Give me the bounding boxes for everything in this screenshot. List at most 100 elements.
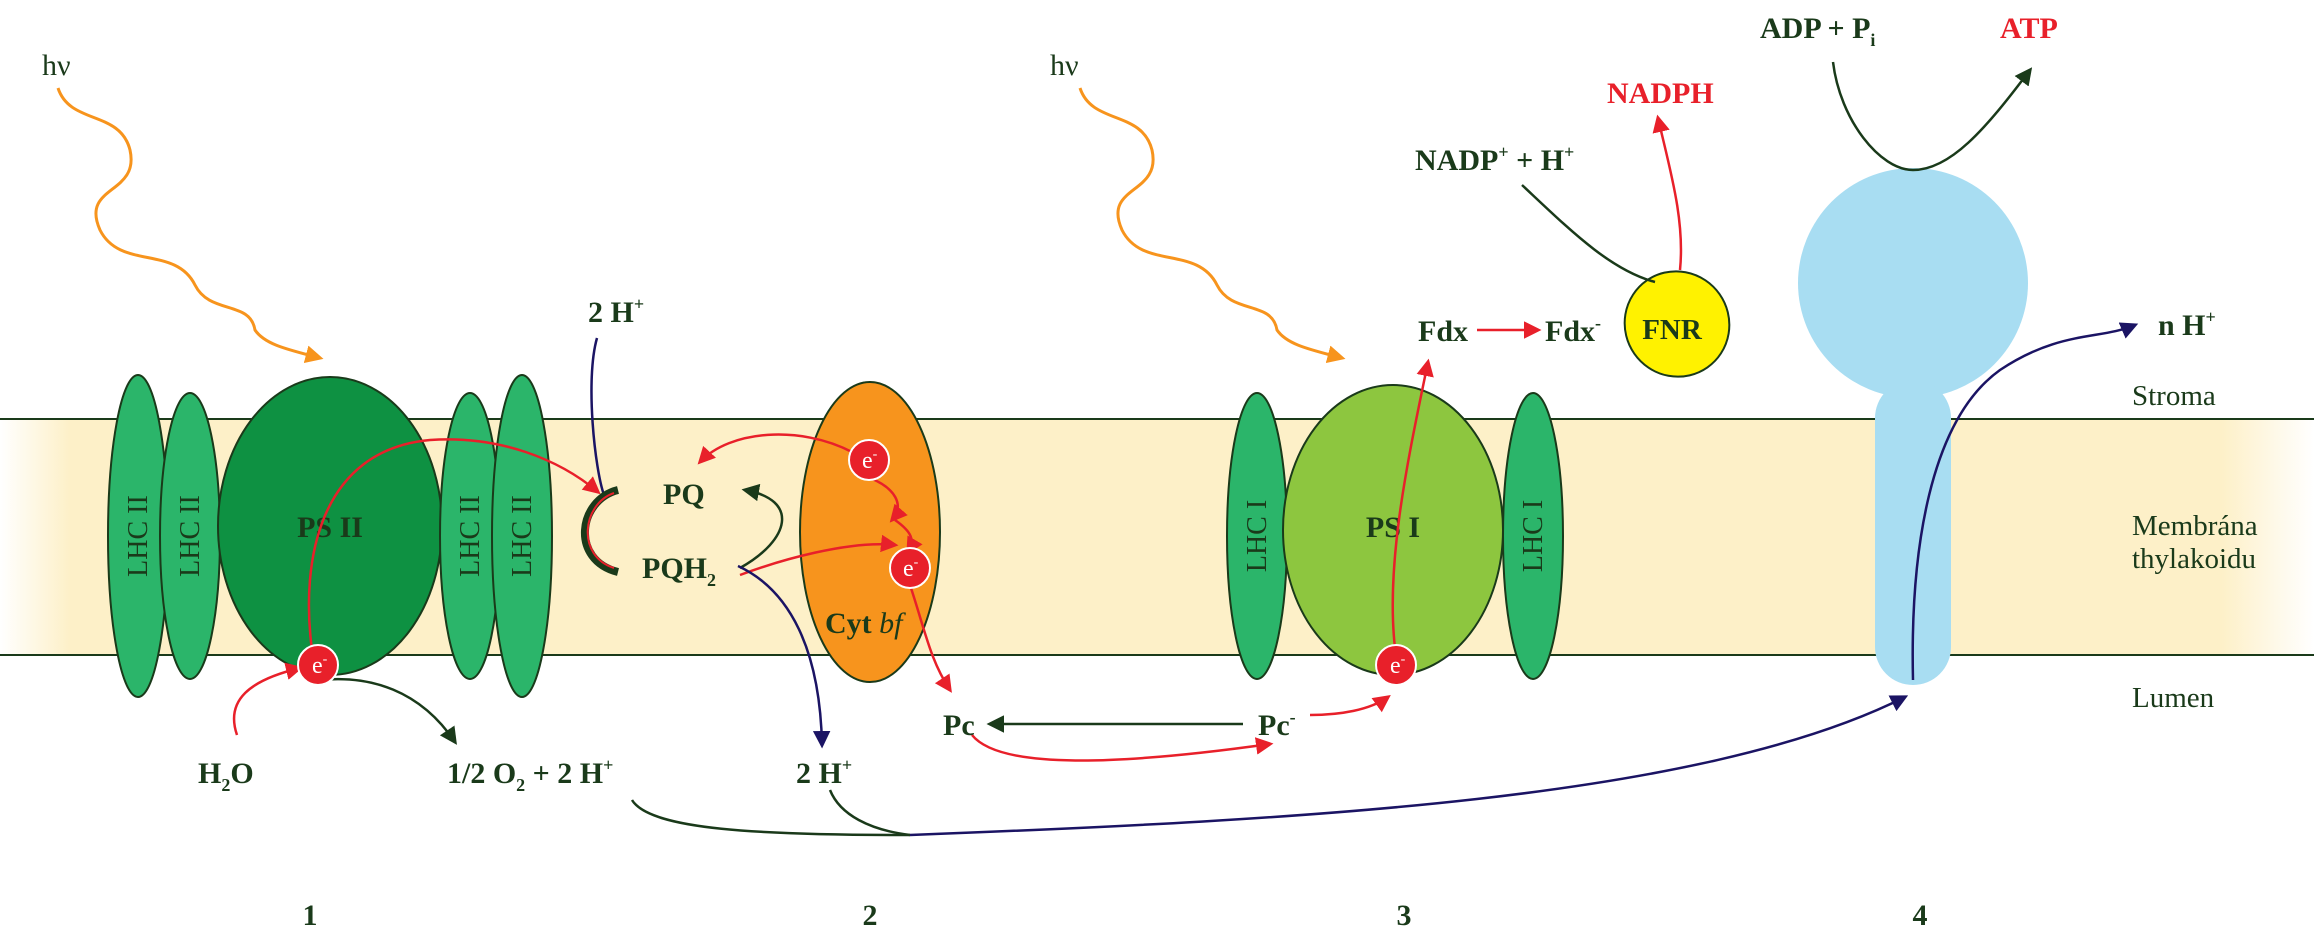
h2o-label: H2O xyxy=(198,757,254,795)
o2-a: 1/2 O xyxy=(447,757,516,790)
electron-symbol: e xyxy=(312,653,323,679)
electron-sup: - xyxy=(323,652,328,667)
fdx-minus-sup: - xyxy=(1595,313,1601,333)
cyt-to-pc-arrow xyxy=(908,584,952,693)
step-number-3: 3 xyxy=(1397,899,1412,932)
pq-label: PQ xyxy=(663,478,705,511)
photon-arrow-2 xyxy=(1078,87,1346,363)
atp-synthase-stalk xyxy=(1875,380,1951,685)
lhc1-label-2: LHC I xyxy=(1518,500,1549,572)
step-number-4: 4 xyxy=(1913,899,1928,932)
h2o-o: O xyxy=(230,757,253,790)
water-split-arrow xyxy=(319,677,457,745)
h2-lumen-sup: + xyxy=(842,755,852,775)
electron-symbol: e xyxy=(903,556,914,582)
adp-a: ADP + P xyxy=(1760,12,1870,45)
cyt-internal-arrow-1 xyxy=(869,476,908,523)
electron-ps1: e- xyxy=(1375,644,1417,686)
pc-to-pcminus-arrow xyxy=(971,734,1274,762)
proton-to-pq-arrow xyxy=(590,337,606,496)
adp-label: ADP + Pi xyxy=(1760,12,1875,50)
svg-text:e-: e- xyxy=(903,555,919,582)
lhc2-label-4: LHC II xyxy=(507,495,538,577)
atp-synthase-head xyxy=(1798,168,2028,398)
adp-to-atp-arrow xyxy=(1831,61,2033,172)
atp-label: ATP xyxy=(2000,12,2058,45)
electron-sup: - xyxy=(1401,652,1406,667)
lhc2-label-3: LHC II xyxy=(455,495,486,577)
cyt-to-pq-arrow xyxy=(697,433,853,465)
pqh2-sub: 2 xyxy=(707,570,716,590)
pc-minus-sup: - xyxy=(1290,707,1296,727)
electron-cyt-2: e- xyxy=(889,547,931,589)
nadp-sup: + xyxy=(1498,142,1508,162)
electron-symbol: e xyxy=(862,448,873,474)
fdx-minus-label: Fdx- xyxy=(1545,313,1601,348)
electron-sup: - xyxy=(914,555,919,570)
nadp-b: + H xyxy=(1509,144,1564,177)
membrane-label-2: thylakoidu xyxy=(2132,543,2256,575)
svg-text:e-: e- xyxy=(862,447,878,474)
adp-sub: i xyxy=(1870,30,1875,50)
cyt-label-main: Cyt xyxy=(825,607,879,640)
membrane-label-1: Membrána xyxy=(2132,510,2258,542)
step-number-1: 1 xyxy=(303,899,318,932)
lhc1-right xyxy=(1502,392,1564,680)
pqh2-to-cyt-arrow xyxy=(739,534,899,577)
pqh2-to-pq-arrow xyxy=(739,483,784,570)
h2o-h: H xyxy=(198,757,221,790)
nadp-label: NADP+ + H+ xyxy=(1415,142,1574,177)
proton-merge-line-1 xyxy=(630,799,911,837)
cyt-bf-complex xyxy=(799,381,941,683)
ps1-to-fdx-arrow xyxy=(1391,358,1434,649)
electron-cyt-1: e- xyxy=(848,439,890,481)
pqh2-label: PQH2 xyxy=(642,552,716,590)
nadph-label: NADPH xyxy=(1607,77,1714,110)
pc-label: Pc xyxy=(943,709,975,742)
lumen-to-atp-arrow xyxy=(909,695,1909,837)
step-number-2: 2 xyxy=(863,899,878,932)
lhc2-label-2: LHC II xyxy=(175,495,206,577)
h2o-to-ps2-arrow xyxy=(232,662,304,736)
fnr-to-nadph-arrow xyxy=(1652,114,1683,271)
protons-lumen-label: 2 H+ xyxy=(796,755,852,790)
hv-label-1: hν xyxy=(42,49,71,82)
svg-text:e-: e- xyxy=(312,652,328,679)
hv-label-2: hν xyxy=(1050,49,1079,82)
stroma-label: Stroma xyxy=(2132,380,2216,412)
fdx-minus-main: Fdx xyxy=(1545,315,1595,348)
h2o-sub: 2 xyxy=(221,775,230,795)
lumen-label: Lumen xyxy=(2132,682,2215,714)
o2-b: + 2 H xyxy=(525,757,603,790)
h2-top-main: 2 H xyxy=(588,296,634,329)
o2-sub: 2 xyxy=(516,775,525,795)
electron-ps2: e- xyxy=(297,644,339,686)
nadp-sup2: + xyxy=(1564,142,1574,162)
pc-minus-label: Pc- xyxy=(1258,707,1296,742)
fnr-label: FNR xyxy=(1642,314,1703,346)
h2-top-sup: + xyxy=(634,294,644,314)
pc-minus-main: Pc xyxy=(1258,709,1290,742)
lhc2-label-1: LHC II xyxy=(123,495,154,577)
protons-top-label: 2 H+ xyxy=(588,294,644,329)
ps2-to-pq-arrow xyxy=(307,438,601,651)
pq-binding-site-inner xyxy=(586,492,615,569)
nh-sup: + xyxy=(2206,307,2216,327)
oxygen-protons-label: 1/2 O2 + 2 H+ xyxy=(447,755,613,795)
ps2-label: PS II xyxy=(297,511,363,544)
nadp-to-fnr-curve xyxy=(1521,184,1656,284)
nadp-a: NADP xyxy=(1415,144,1498,177)
electron-symbol: e xyxy=(1390,653,1401,679)
ps1-label: PS I xyxy=(1366,511,1420,544)
nh-main: n H xyxy=(2158,309,2206,342)
pqh2-to-lumen-proton-arrow xyxy=(737,564,831,749)
atp-synthase-proton-arrow xyxy=(1911,322,2139,681)
pq-binding-site xyxy=(580,486,620,576)
o2-sup: + xyxy=(603,755,613,775)
photon-arrow-1 xyxy=(56,87,324,363)
electron-sup: - xyxy=(873,447,878,462)
fdx-label: Fdx xyxy=(1418,315,1468,348)
pcminus-to-ps1-arrow xyxy=(1309,694,1391,717)
n-protons-label: n H+ xyxy=(2158,307,2216,342)
